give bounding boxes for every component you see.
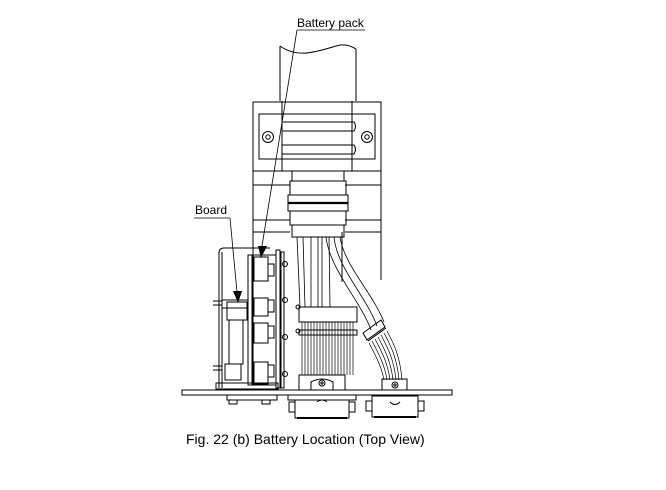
frame-rails xyxy=(253,171,381,282)
wire-bundle-right xyxy=(326,237,384,330)
screw-left xyxy=(263,132,274,143)
board-label: Board xyxy=(195,203,228,217)
figure-caption: Fig. 22 (b) Battery Location (Top View) xyxy=(186,431,425,447)
clamp-bracket xyxy=(253,101,381,171)
callout-battery-pack xyxy=(258,30,365,258)
arrowhead xyxy=(233,291,242,303)
base-plate xyxy=(182,390,452,418)
battery-pack-label: Battery pack xyxy=(297,16,364,30)
board-assembly xyxy=(213,248,288,389)
arrowhead xyxy=(258,246,267,258)
wire-bundle-left xyxy=(297,237,330,307)
cable-sleeve xyxy=(288,171,348,237)
callout-board xyxy=(194,218,242,303)
wire-harness-lower xyxy=(296,305,357,390)
wire-harness-bent xyxy=(363,320,407,390)
screw-right xyxy=(362,132,373,143)
cable-trunk xyxy=(280,45,356,101)
